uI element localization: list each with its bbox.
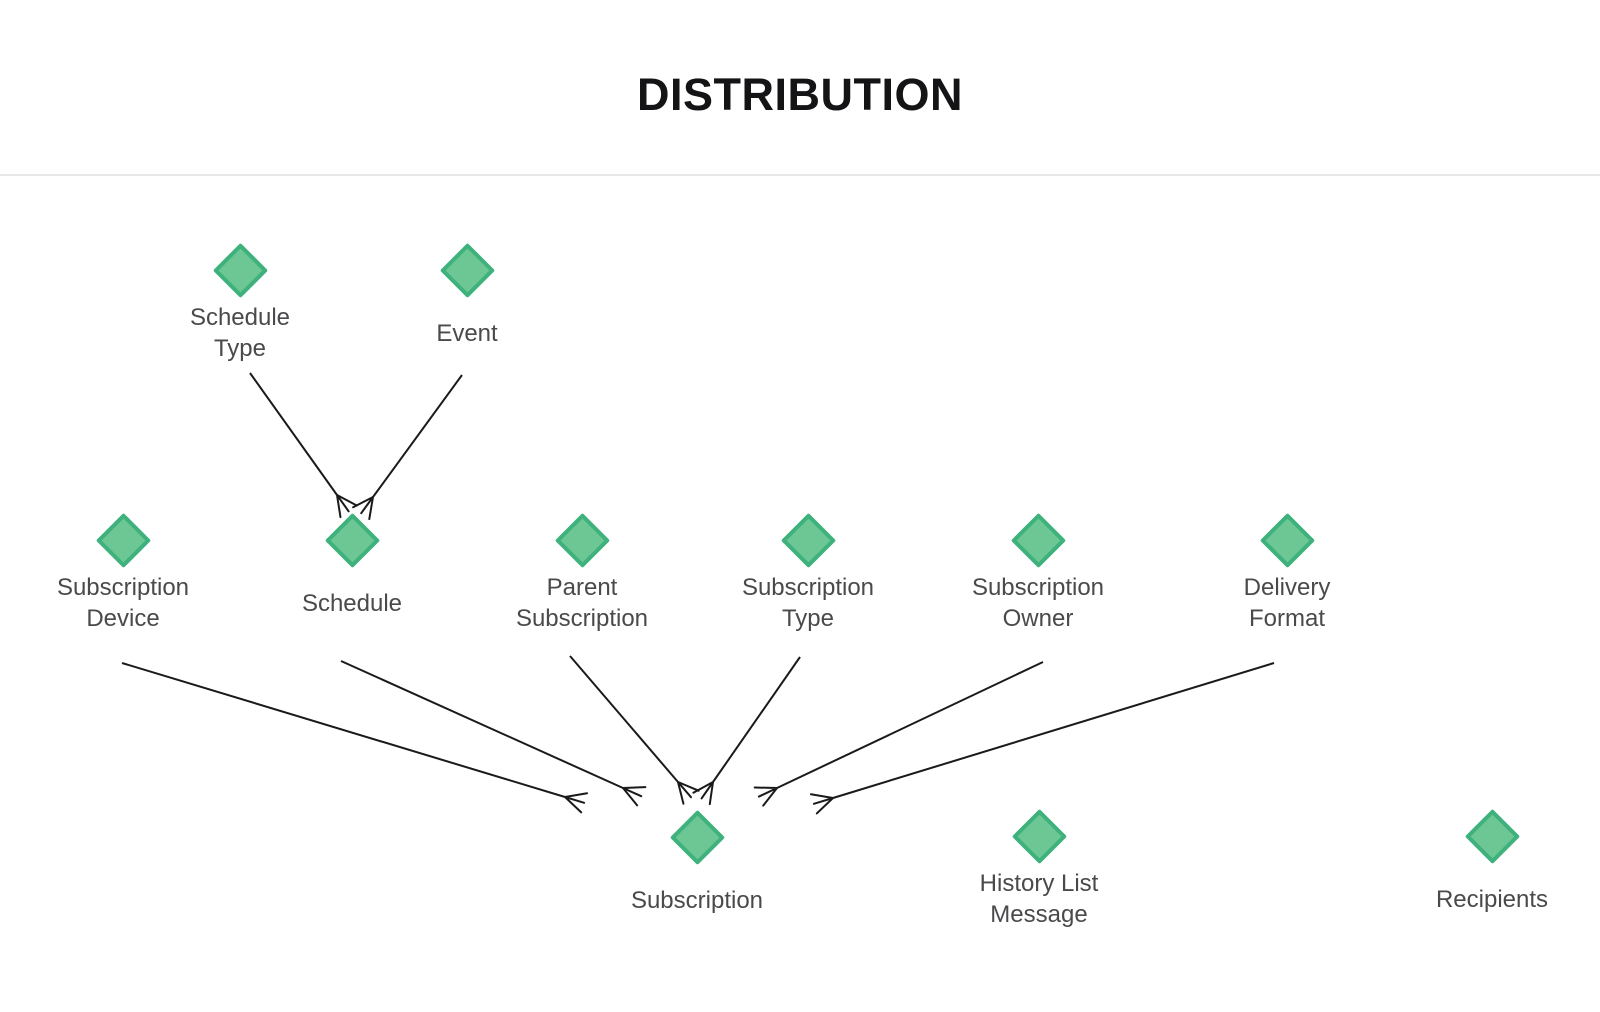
entity-label-line: Type	[213, 335, 266, 362]
entity-label-line: Schedule	[301, 589, 403, 617]
entity-label-line: Subscription	[741, 574, 875, 601]
entity-label-line: Event	[436, 319, 498, 347]
attribute-diamond-icon	[212, 242, 268, 299]
entity-label-line: Subscription	[56, 574, 190, 601]
header-divider	[0, 174, 1600, 176]
entity-label-line: Subscription	[630, 886, 764, 914]
entity-node-subscription[interactable]: Subscription	[602, 809, 792, 931]
entity-node-schedule[interactable]: Schedule	[257, 512, 447, 634]
page-title: DISTRIBUTION	[637, 69, 963, 120]
relationship-edge-subscription-owner-to-subscription	[753, 661, 1044, 807]
entity-label-line: Owner	[1002, 605, 1074, 632]
attribute-diamond-icon	[95, 512, 151, 569]
entity-label-line: Type	[781, 605, 834, 632]
entity-node-recipients[interactable]: Recipients	[1397, 808, 1587, 930]
attribute-diamond-icon	[669, 809, 725, 866]
relationship-edge-subscription-device-to-subscription	[121, 662, 589, 814]
relationship-edge-delivery-format-to-subscription	[809, 662, 1275, 815]
relationship-edge-parent-subscription-to-subscription	[569, 655, 700, 805]
attribute-diamond-icon	[780, 512, 836, 569]
entity-label-line: Device	[86, 605, 160, 632]
entity-label-line: Delivery	[1243, 574, 1331, 601]
attribute-diamond-icon	[1011, 808, 1067, 865]
attribute-diamond-icon	[1259, 512, 1315, 569]
entity-label: Event	[436, 302, 497, 364]
entity-label: Recipients	[1436, 868, 1548, 930]
attribute-diamond-icon	[1464, 808, 1520, 865]
entity-label-line: History List	[979, 870, 1099, 897]
entity-label-line: Message	[990, 901, 1088, 928]
entity-label-line: Recipients	[1435, 885, 1549, 913]
relationship-edge-schedule-type-to-schedule	[249, 372, 358, 519]
entity-node-event[interactable]: Event	[372, 242, 562, 364]
entity-label-line: Subscription	[515, 605, 649, 632]
entity-label-line: Parent	[546, 574, 618, 601]
attribute-diamond-icon	[324, 512, 380, 569]
attribute-diamond-icon	[554, 512, 610, 569]
relationship-edge-event-to-schedule	[352, 374, 463, 521]
attribute-diamond-icon	[1010, 512, 1066, 569]
entity-label-line: Subscription	[971, 574, 1105, 601]
attribute-diamond-icon	[439, 242, 495, 299]
entity-label-line: Schedule	[189, 304, 291, 331]
entity-label: Subscription	[631, 869, 763, 931]
relationship-edge-schedule-to-subscription	[340, 660, 647, 807]
entity-label: Schedule	[302, 572, 402, 634]
relationship-edge-subscription-type-to-subscription	[692, 656, 801, 806]
entity-label-line: Format	[1248, 605, 1325, 632]
